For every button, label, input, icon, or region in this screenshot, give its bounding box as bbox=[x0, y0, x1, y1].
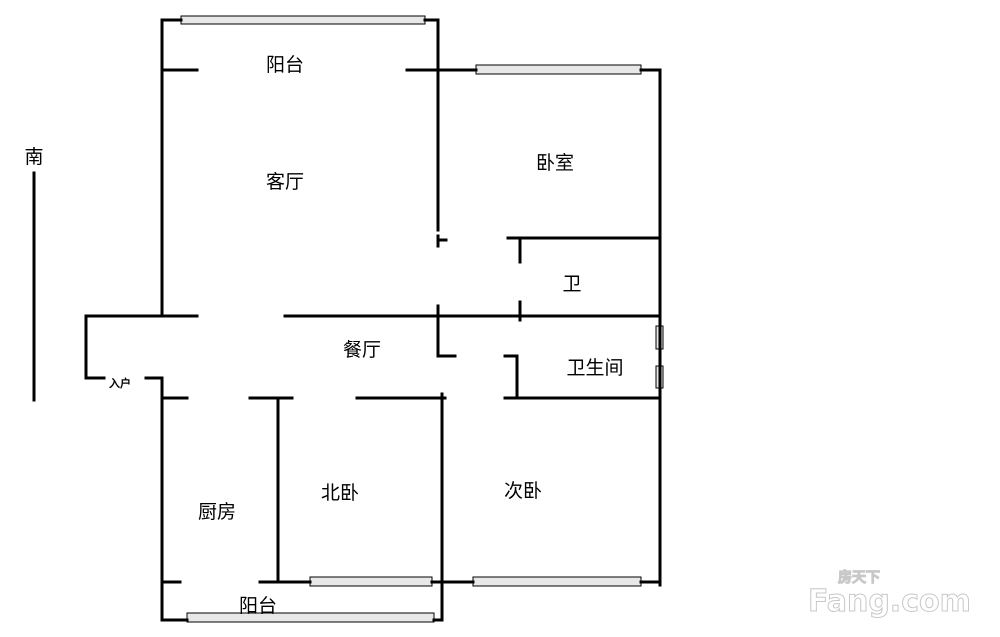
room-balcony-top: 阳台 bbox=[266, 54, 304, 76]
entrance-label: 入户 bbox=[109, 376, 131, 390]
watermark-cn: 房天下 bbox=[838, 569, 880, 586]
room-bathroom: 卫生间 bbox=[566, 357, 623, 379]
room-dining-room: 餐厅 bbox=[343, 339, 381, 361]
room-north-bedroom: 北卧 bbox=[321, 482, 359, 504]
walls bbox=[84, 18, 662, 622]
compass-label: 南 bbox=[24, 146, 43, 168]
room-balcony-bottom: 阳台 bbox=[239, 595, 277, 617]
room-living-room: 客厅 bbox=[266, 171, 304, 193]
room-bedroom: 卧室 bbox=[536, 152, 574, 174]
watermark-en: Fang.com bbox=[808, 584, 971, 619]
window-bottom-balcony bbox=[186, 612, 435, 623]
room-toilet: 卫 bbox=[562, 273, 581, 295]
room-second-bedroom: 次卧 bbox=[504, 480, 542, 502]
watermark-logo: 房天下 Fang.com bbox=[808, 569, 972, 620]
room-kitchen: 厨房 bbox=[198, 501, 236, 523]
